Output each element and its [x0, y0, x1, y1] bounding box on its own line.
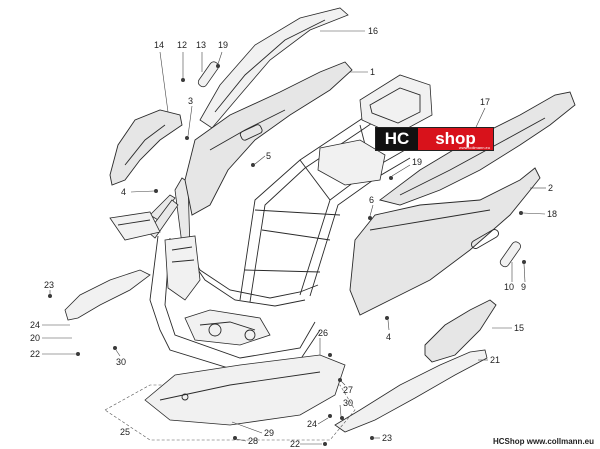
callout-29: 29	[264, 428, 274, 438]
part-14-front-cowl	[109, 109, 183, 186]
callout-24b: 24	[307, 419, 317, 429]
callout-17: 17	[480, 97, 490, 107]
logo-shop-text: shop www.collmann.eu	[418, 128, 493, 150]
callout-1: 1	[370, 67, 375, 77]
callout-12: 12	[177, 40, 187, 50]
part-13-pad	[197, 61, 219, 88]
part-21-lower-trim-strip	[334, 349, 488, 433]
callout-19b: 19	[412, 157, 422, 167]
part-25-floor-outline	[104, 384, 356, 441]
callout-6: 6	[369, 195, 374, 205]
callout-22a: 22	[30, 349, 40, 359]
callout-25: 25	[120, 427, 130, 437]
callout-14: 14	[154, 40, 164, 50]
part-1-center-tunnel-panel	[184, 61, 353, 216]
callout-23a: 23	[44, 280, 54, 290]
part-floor-pan	[144, 354, 346, 426]
part-10-pad	[499, 241, 521, 268]
callout-3: 3	[188, 96, 193, 106]
logo-hc-text: HC	[376, 128, 418, 150]
callout-10: 10	[504, 282, 514, 292]
callout-19a: 19	[218, 40, 228, 50]
logo-shop-word: shop	[435, 129, 476, 148]
footer-watermark: HCShop www.collmann.eu	[492, 437, 594, 446]
part-2-rear-lower-panel	[349, 167, 541, 316]
callout-27: 27	[343, 385, 353, 395]
part-15-step-trim	[424, 299, 497, 363]
callout-28: 28	[248, 436, 258, 446]
callout-2: 2	[548, 183, 553, 193]
callout-5: 5	[266, 151, 271, 161]
logo-subtitle: www.collmann.eu	[458, 145, 490, 150]
callout-4b: 4	[386, 332, 391, 342]
callout-23b: 23	[382, 433, 392, 443]
callout-24a: 24	[30, 320, 40, 330]
fasteners	[48, 64, 526, 446]
callout-30b: 30	[343, 398, 353, 408]
part-23-left-lower-trim	[64, 269, 151, 321]
callout-4a: 4	[121, 187, 126, 197]
callout-26: 26	[318, 328, 328, 338]
callout-20: 20	[30, 333, 40, 343]
leader-lines	[42, 30, 546, 445]
callout-18: 18	[547, 209, 557, 219]
callout-30a: 30	[116, 357, 126, 367]
callout-15: 15	[514, 323, 524, 333]
callout-numbers: 14 12 13 19 16 3 1 17 5 19 4 6 2 18 23 1…	[30, 26, 557, 449]
callout-16: 16	[368, 26, 378, 36]
frame-assembly	[109, 74, 433, 371]
callout-13: 13	[196, 40, 206, 50]
part-16-rear-upper-strip	[199, 7, 349, 129]
callout-22b: 22	[290, 439, 300, 449]
callout-21: 21	[490, 355, 500, 365]
callout-9: 9	[521, 282, 526, 292]
hcshop-logo: HC shop www.collmann.eu	[375, 127, 494, 151]
